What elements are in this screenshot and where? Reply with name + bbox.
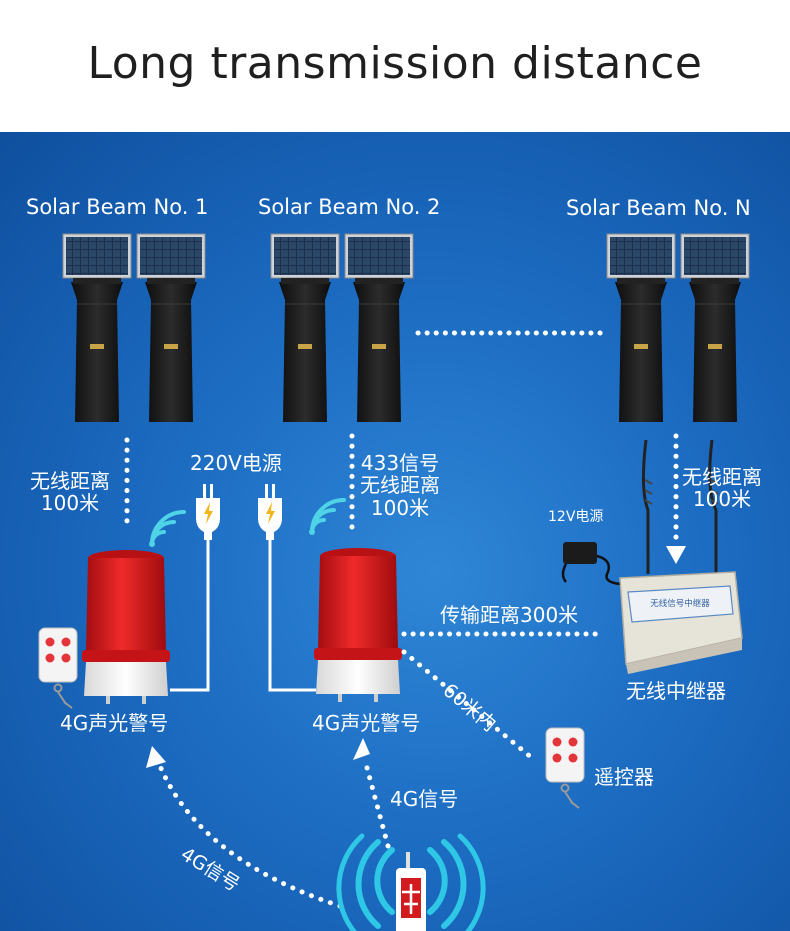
alarm-center <box>314 548 402 702</box>
power-plug-right <box>258 484 282 540</box>
dotted-line-4g-right <box>363 761 391 849</box>
solar-beam-2 <box>270 233 414 423</box>
power-plug-left <box>196 484 220 540</box>
label-wireless-distance-left: 无线距离 100米 <box>30 469 110 516</box>
power-cord-right <box>268 540 316 692</box>
dotted-line-remote <box>401 649 535 761</box>
cell-tower-icon <box>336 833 486 931</box>
arrow-up-icon <box>353 738 370 760</box>
solar-beam-1 <box>62 233 206 423</box>
label-transmission-300m: 传输距离300米 <box>440 603 579 627</box>
label-4g-signal-right: 4G信号 <box>390 787 459 811</box>
beam-label-1: Solar Beam No. 1 <box>26 195 209 219</box>
remote-right <box>545 727 585 809</box>
alarm-left <box>82 550 170 704</box>
label-power-220v: 220V电源 <box>190 451 282 475</box>
label-alarm-left: 4G声光警号 <box>60 711 169 735</box>
label-repeater: 无线中继器 <box>626 679 726 703</box>
label-alarm-center: 4G声光警号 <box>312 711 421 735</box>
beam-label-n: Solar Beam No. N <box>566 196 751 220</box>
page-title: Long transmission distance <box>87 38 703 89</box>
wifi-icon <box>309 498 346 535</box>
repeater-panel-text: 无线信号中继器 <box>650 598 710 609</box>
label-signal-433: 433信号 无线距离 100米 <box>360 451 440 520</box>
solar-beam-n <box>606 233 750 423</box>
wifi-icon <box>149 510 186 547</box>
label-remote: 遥控器 <box>594 765 654 789</box>
power-adapter <box>561 542 621 586</box>
label-wireless-distance-right: 无线距离 100米 <box>682 465 762 512</box>
repeater: 无线信号中继器 <box>619 439 743 674</box>
arrow-down-icon <box>666 546 686 564</box>
beam-label-2: Solar Beam No. 2 <box>258 195 441 219</box>
header: Long transmission distance <box>0 0 790 132</box>
remote-left <box>38 627 78 709</box>
arrow-up-icon <box>146 746 166 768</box>
label-power-12v: 12V电源 <box>548 509 604 525</box>
dotted-line-4g-left <box>157 763 343 909</box>
power-cord-left <box>170 540 210 692</box>
